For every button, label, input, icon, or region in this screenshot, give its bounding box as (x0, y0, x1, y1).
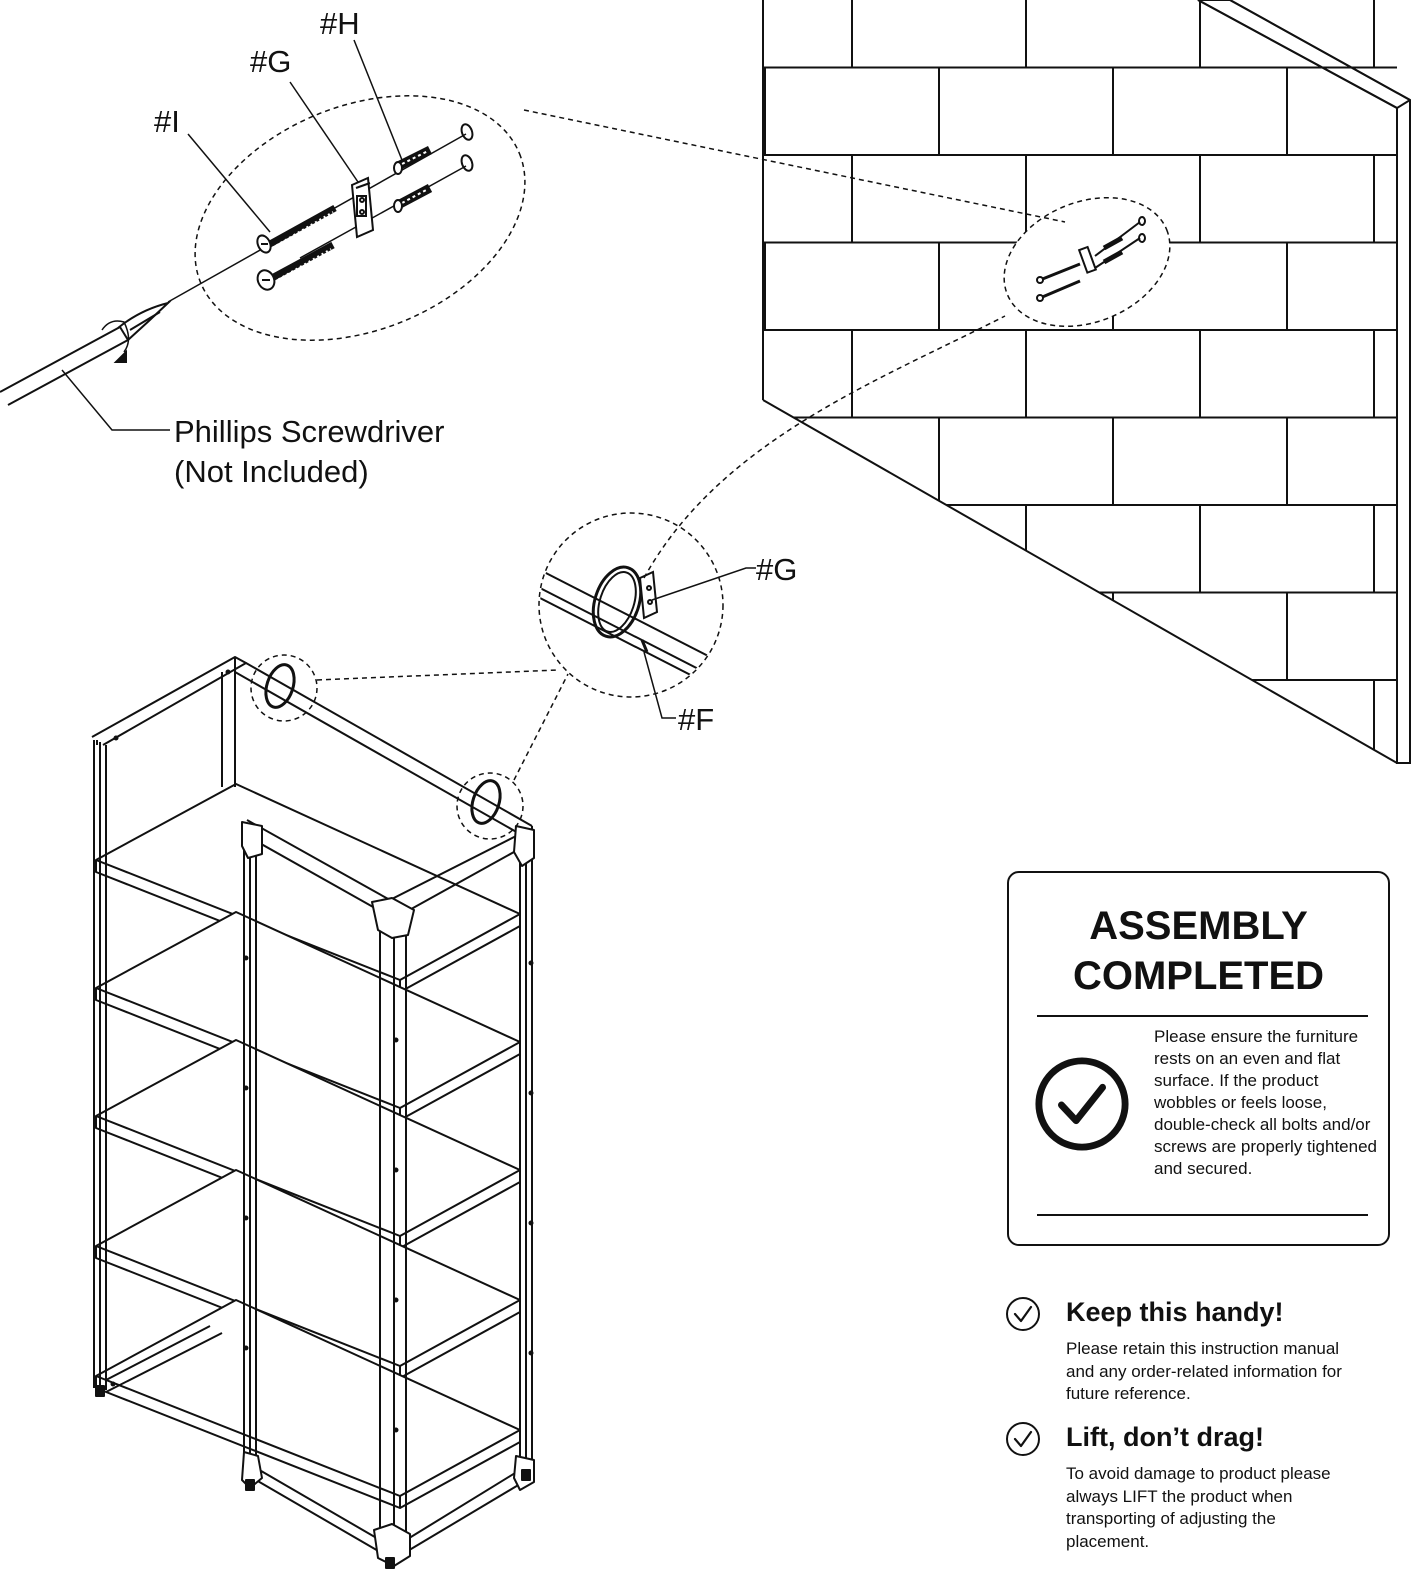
tip-text: Please retain this instruction manual an… (1066, 1339, 1342, 1403)
bolt-hole (528, 960, 534, 966)
callout-part-g-bracket: #G (756, 552, 797, 587)
callout-part-g-top: #G (250, 44, 291, 79)
bolt-hole (528, 1220, 534, 1226)
check-circle-icon (1035, 1057, 1129, 1151)
check-circle-icon (1006, 1422, 1040, 1456)
bolt-hole (243, 1215, 249, 1221)
bolt-hole (393, 1037, 399, 1043)
wall-anchor-detail (1003, 196, 1171, 328)
callout-part-i: #I (154, 104, 180, 139)
brick-wall (762, 0, 1411, 764)
screwdriver-note: (Not Included) (174, 454, 369, 489)
bracket-zoom-detail (316, 315, 1006, 781)
completed-instructions: Please ensure the furniture rests on an … (1154, 1027, 1378, 1178)
bolt-hole (528, 1350, 534, 1356)
bolt-hole (243, 955, 249, 961)
bolt-hole (113, 735, 119, 741)
bolt-hole (393, 1167, 399, 1173)
hardware-exploded-view (167, 39, 1066, 341)
check-circle-icon (1006, 1297, 1040, 1331)
tip-text: To avoid damage to product please always… (1066, 1464, 1331, 1551)
bolt-hole (225, 669, 231, 675)
callout-part-h: #H (320, 6, 360, 41)
bolt-hole (528, 1090, 534, 1096)
tip-title: Lift, don’t drag! (1066, 1422, 1264, 1452)
bolt-hole (243, 1085, 249, 1091)
callout-part-f: #F (678, 702, 714, 737)
tip-title: Keep this handy! (1066, 1297, 1284, 1327)
completed-title: ASSEMBLY COMPLETED (1072, 904, 1325, 998)
bolt-hole (110, 1381, 116, 1387)
screwdriver (0, 301, 172, 431)
screwdriver-label: Phillips Screwdriver (174, 414, 444, 449)
bolt-hole (243, 1345, 249, 1351)
card-divider-top (1037, 1015, 1368, 1017)
bolt-hole (393, 1297, 399, 1303)
card-divider-bottom (1037, 1214, 1368, 1216)
shelf-panel (95, 1299, 521, 1509)
bolt-hole (393, 1427, 399, 1433)
bookshelf-assembled (91, 654, 535, 1569)
assembly-completed-card: ASSEMBLY COMPLETED Please ensure the fur… (1007, 871, 1390, 1246)
